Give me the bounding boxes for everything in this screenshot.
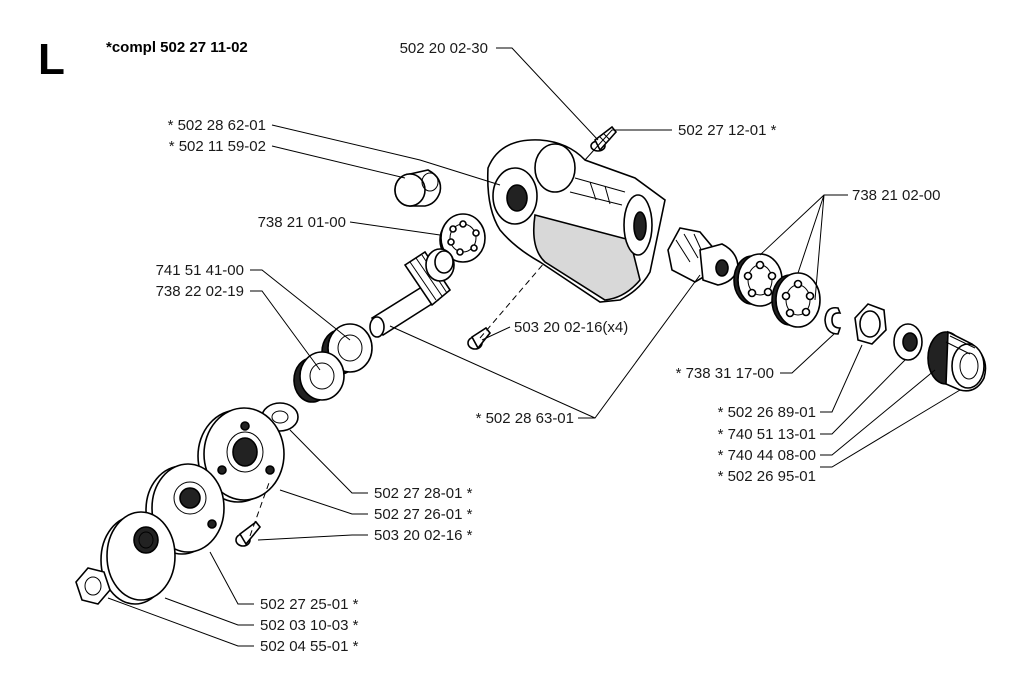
label-503-20-02-16-x4: 503 20 02-16(x4)	[514, 319, 628, 336]
bearing-large-part-a	[733, 253, 783, 307]
label-738-21-01-00: 738 21 01-00	[258, 214, 346, 231]
seal-cap-part	[927, 330, 987, 392]
label-502-28-62-01: * 502 28 62-01	[168, 117, 266, 134]
flange-part	[197, 407, 285, 503]
label-738-22-02-19: 738 22 02-19	[156, 283, 244, 300]
label-502-28-63-01: * 502 28 63-01	[476, 410, 574, 427]
label-502-27-28-01: 502 27 28-01 *	[374, 485, 473, 502]
label-738-21-02-00: 738 21 02-00	[852, 187, 940, 204]
section-letter: L	[38, 35, 65, 84]
label-502-11-59-02: * 502 11 59-02	[169, 138, 266, 155]
bearing-shaft-part-b	[293, 351, 345, 403]
label-502-26-95-01: * 502 26 95-01	[718, 468, 816, 485]
leader-lines	[107, 47, 961, 647]
label-502-27-25-01: 502 27 25-01 *	[260, 596, 359, 613]
label-502-27-26-01: 502 27 26-01 *	[374, 506, 473, 523]
label-740-44-08-00: * 740 44 08-00	[718, 447, 816, 464]
bearing-small-part	[439, 213, 486, 263]
bevel-gear-part	[667, 227, 739, 286]
assembly-axis-housing	[479, 261, 546, 339]
circlip-part	[824, 306, 842, 335]
label-740-51-13-01: * 740 51 13-01	[718, 426, 816, 443]
washer-part-right	[893, 323, 923, 361]
hex-nut-part	[854, 303, 887, 345]
label-502-20-02-30: 502 20 02-30	[400, 40, 488, 57]
label-502-03-10-03: 502 03 10-03 *	[260, 617, 359, 634]
pinion-shaft-part	[369, 248, 455, 338]
screw-flange-part	[235, 520, 262, 547]
label-741-51-41-00: 741 51 41-00	[156, 262, 244, 279]
assembly-number: *compl 502 27 11-02	[106, 39, 248, 56]
plug-part	[394, 169, 442, 207]
bearing-large-part-b	[771, 272, 821, 328]
label-738-31-17-00: * 738 31 17-00	[676, 365, 774, 382]
label-502-27-12-01: 502 27 12-01 *	[678, 122, 777, 139]
screw-top-part	[590, 125, 618, 152]
screw-housing-part	[467, 326, 492, 350]
label-502-26-89-01: * 502 26 89-01	[718, 404, 816, 421]
support-cup-part	[100, 511, 176, 605]
label-502-04-55-01: 502 04 55-01 *	[260, 638, 359, 655]
label-503-20-02-16: 503 20 02-16 *	[374, 527, 473, 544]
blade-nut-part	[75, 567, 111, 605]
gear-housing-part	[486, 139, 666, 303]
